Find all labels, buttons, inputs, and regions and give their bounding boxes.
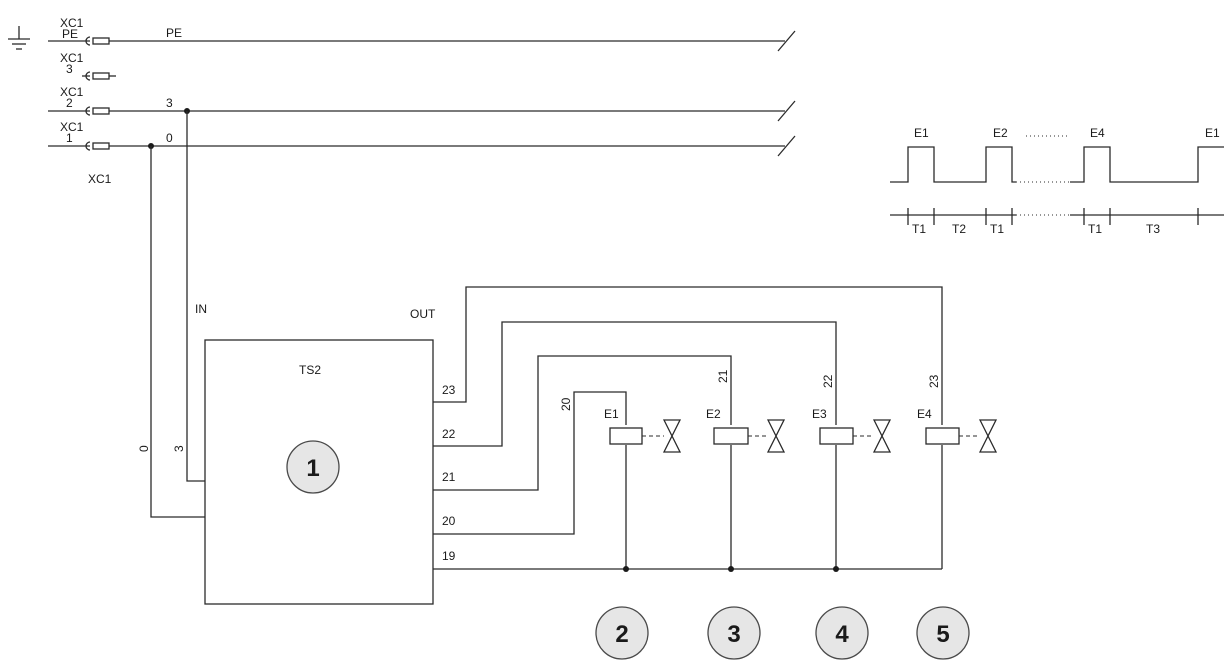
coil-icon	[609, 427, 643, 445]
valve-name: E3	[812, 407, 827, 421]
out-label: OUT	[410, 307, 436, 321]
junction-node	[833, 566, 839, 572]
valve-name: E1	[604, 407, 619, 421]
pulse-label: E1	[1205, 126, 1220, 140]
output-label: 22	[442, 427, 456, 441]
valve-name: E4	[917, 407, 932, 421]
number-badge	[916, 606, 970, 660]
terminal-block-label: XC1	[60, 120, 84, 134]
junction-node	[623, 566, 629, 572]
number-badge-label: 1	[306, 455, 319, 482]
controller-name: TS2	[299, 363, 321, 377]
number-badge-label: 2	[615, 621, 628, 648]
terminal-pin-label: PE	[62, 27, 78, 41]
in-label: IN	[195, 302, 207, 316]
pulse-label: E1	[914, 126, 929, 140]
terminal-icon	[48, 36, 110, 46]
number-badge-label: 3	[727, 621, 740, 648]
terminal-strip-label: XC1	[88, 172, 112, 186]
interval-label: T1	[1088, 222, 1102, 236]
interval-label: T1	[912, 222, 926, 236]
valve-icon	[978, 419, 998, 453]
wire-label-0: 0	[166, 131, 173, 145]
valve-wire-label: 20	[559, 397, 573, 411]
controller-box	[204, 339, 434, 605]
terminal-pin-label: 1	[66, 131, 73, 145]
number-badge	[595, 606, 649, 660]
terminal-block-label: XC1	[60, 51, 84, 65]
valve-wire-label: 22	[821, 374, 835, 388]
valve-icon	[872, 419, 892, 453]
coil-icon	[819, 427, 854, 445]
pulse-label: E2	[993, 126, 1008, 140]
timing-diagram	[890, 135, 1224, 225]
wire-label-0-vertical: 0	[137, 445, 151, 452]
junction-node	[728, 566, 734, 572]
terminal-icon	[48, 141, 110, 151]
output-label: 19	[442, 549, 456, 563]
output-label: 20	[442, 514, 456, 528]
terminal-pin-label: 3	[66, 62, 73, 76]
valve-icon	[662, 419, 682, 453]
coil-icon	[713, 427, 749, 445]
wire-label-3-vertical: 3	[172, 445, 186, 452]
number-badge-label: 5	[936, 621, 949, 648]
terminal-icon	[82, 71, 116, 81]
interval-label: T1	[990, 222, 1004, 236]
valve-wire-label: 23	[927, 374, 941, 388]
number-badge-label: 4	[835, 621, 849, 648]
valve-wire-label: 21	[716, 369, 730, 383]
ground-icon	[8, 26, 30, 50]
terminal-pin-label: 2	[66, 96, 73, 110]
coil-icon	[925, 427, 960, 445]
output-wires	[433, 286, 943, 570]
interval-label: T2	[952, 222, 966, 236]
terminal-icon	[48, 106, 110, 116]
bus-lines	[109, 30, 796, 157]
output-label: 21	[442, 470, 456, 484]
wire-label-pe: PE	[166, 26, 182, 40]
valve-name: E2	[706, 407, 721, 421]
terminal-block-label: XC1	[60, 16, 84, 30]
number-badge	[286, 440, 340, 494]
number-badge	[815, 606, 869, 660]
interval-label: T3	[1146, 222, 1160, 236]
number-badge	[707, 606, 761, 660]
wire-label-3: 3	[166, 96, 173, 110]
terminal-block-label: XC1	[60, 85, 84, 99]
pulse-label: E4	[1090, 126, 1105, 140]
valve-icon	[766, 419, 786, 453]
output-label: 23	[442, 383, 456, 397]
